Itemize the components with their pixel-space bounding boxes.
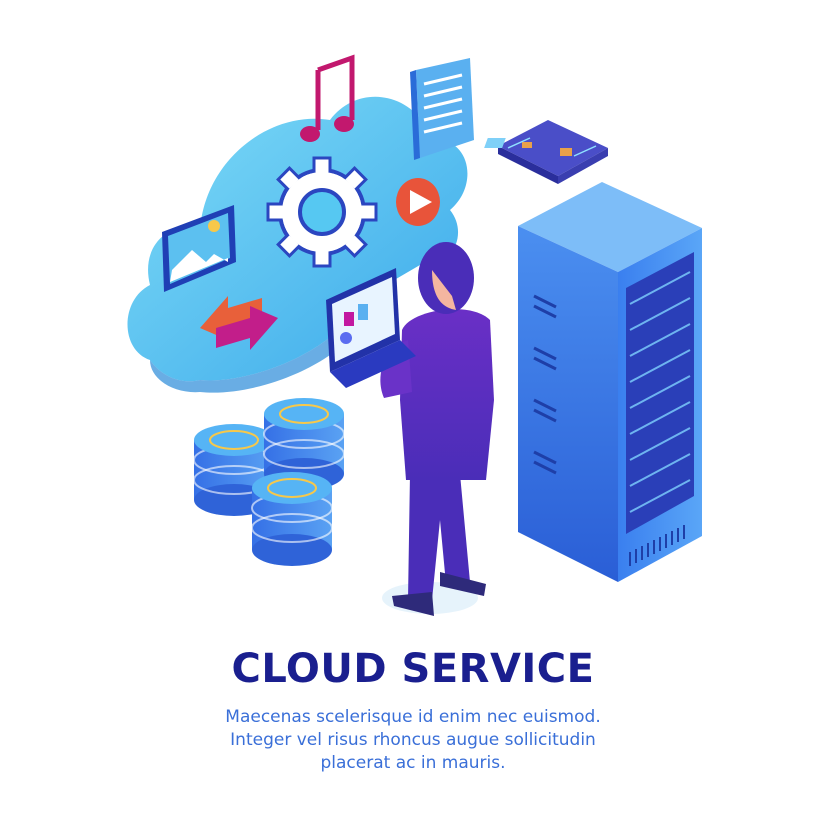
gear-icon [266, 156, 378, 268]
laptop-icon [326, 268, 416, 388]
music-note-icon [300, 54, 355, 142]
description-line: Maecenas scelerisque id enim nec euismod… [225, 707, 601, 727]
image-icon [162, 205, 236, 292]
description: Maecenas scelerisque id enim nec euismod… [113, 706, 713, 775]
description-line: placerat ac in mauris. [320, 753, 506, 773]
cloud-service-illustration [127, 54, 702, 616]
server-rack-icon [518, 182, 702, 582]
sync-arrows-icon [200, 296, 278, 350]
circuit-board-icon [484, 120, 608, 184]
database-icon [193, 398, 345, 566]
page-title: CLOUD SERVICE [231, 646, 595, 692]
play-icon [396, 178, 440, 226]
document-icon [410, 58, 474, 160]
description-line: Integer vel risus rhoncus augue sollicit… [230, 730, 596, 750]
